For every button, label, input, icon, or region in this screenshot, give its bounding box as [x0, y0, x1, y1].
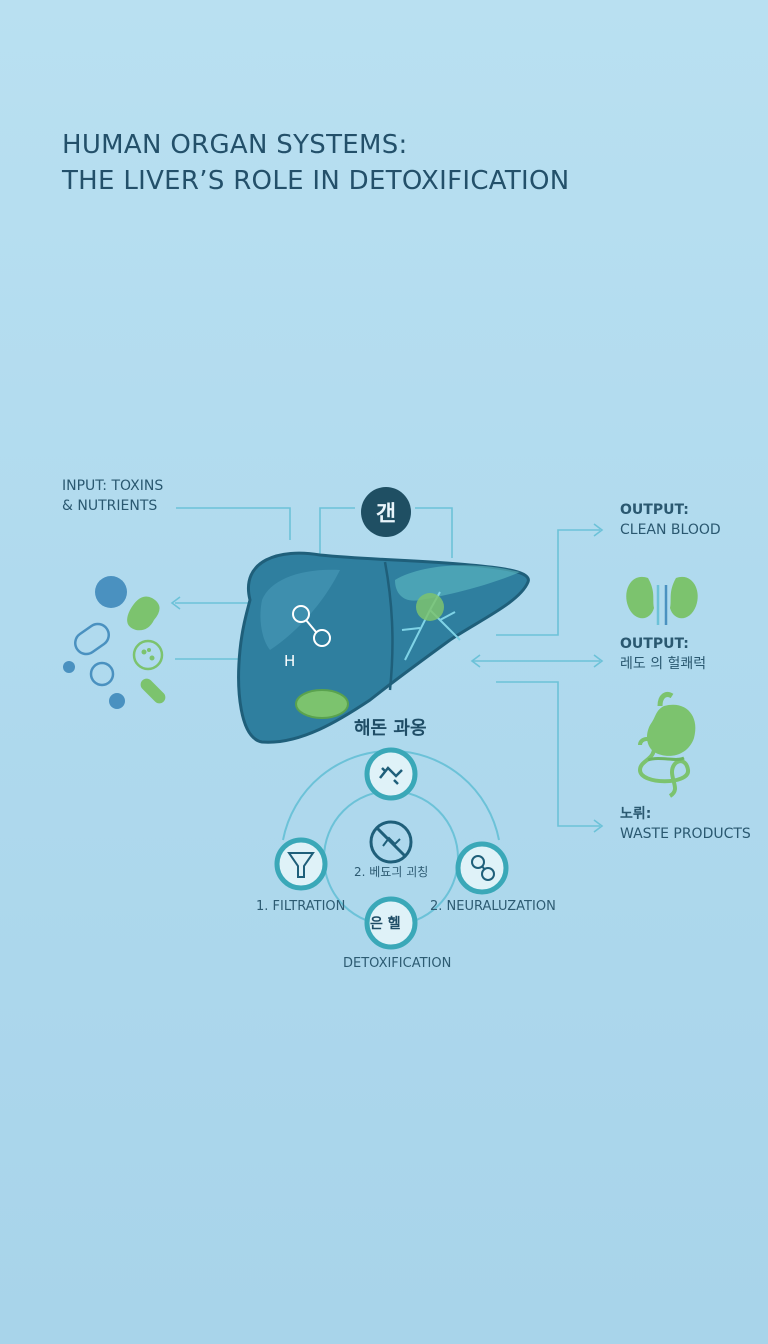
molecule-blue-large [95, 576, 127, 608]
input-molecules [63, 576, 166, 709]
step-icon-top [364, 747, 418, 801]
step-neutralization-label: 2. NEURALUZATION [430, 899, 556, 914]
molecule-green-blob [127, 596, 160, 631]
output-clean-head: OUTPUT: [620, 502, 689, 518]
liver-highlight [395, 565, 520, 601]
arrow-head-waste [593, 819, 604, 833]
process-mid-label: 2. 베됴긔 괴칭 [354, 865, 429, 879]
molecule-green-capsule [140, 678, 166, 704]
output-kidney-head: OUTPUT: [620, 636, 689, 652]
output-clean-text: CLEAN BLOOD [620, 522, 721, 538]
title-line-1: HUMAN ORGAN SYSTEMS: [62, 130, 408, 160]
title-line-2: THE LIVER’S ROLE IN DETOXIFICATION [62, 166, 570, 196]
waste-head: 노뤼: [620, 806, 652, 822]
digestive-icon [637, 691, 696, 798]
molecule-ring [89, 661, 115, 687]
output-clean-blood: OUTPUT: CLEAN BLOOD [620, 500, 721, 540]
hepatic-node [416, 593, 444, 621]
neutralize-molecule-icon [455, 841, 509, 895]
arrow-head-clean [593, 523, 604, 537]
liver-badge: 갠 [361, 487, 411, 537]
molecule-capsule [74, 622, 110, 656]
arrow-head-right-2 [593, 654, 604, 668]
cell-outline [132, 639, 164, 671]
output-kidney: OUTPUT: 레도 의 헐쾌럭 [620, 634, 706, 674]
input-connector-line [176, 507, 291, 540]
molecule-small-dot [63, 661, 75, 673]
blocked-icon [369, 820, 413, 864]
waste-connector [496, 681, 600, 827]
step-filtration-label: 1. FILTRATION [256, 899, 346, 914]
waste-output: 노뤼: WASTE PRODUCTS [620, 804, 751, 844]
waste-text: WASTE PRODUCTS [620, 826, 751, 842]
liver-lobe-divider [383, 561, 394, 691]
badge-connector-right [415, 507, 453, 558]
gallbladder [295, 689, 349, 719]
input-label-line-1: INPUT: TOXINS [62, 478, 164, 494]
molecule-dot [109, 693, 125, 709]
liver-organ: H [237, 551, 530, 744]
input-label: INPUT: TOXINS & NUTRIENTS [62, 476, 163, 516]
arrow-head-left-2 [470, 654, 481, 668]
process-title: 해돈 과옹 [354, 718, 427, 739]
filter-funnel-icon [274, 837, 328, 891]
kidney-icon [626, 576, 698, 625]
step-detoxification-label: DETOXIFICATION [343, 956, 452, 971]
step-icons [274, 747, 509, 950]
step-icon-bottom [364, 896, 418, 950]
liver-symbol-h: H [284, 652, 295, 670]
output-kidney-text: 레도 의 헐쾌럭 [620, 656, 707, 672]
arrow-head-left [170, 596, 181, 610]
molecule-symbol [292, 605, 331, 647]
clean-blood-connector [496, 529, 600, 636]
step-bottom-code: 은 헬 [370, 916, 401, 932]
liver-shine [260, 569, 340, 650]
input-label-line-2: & NUTRIENTS [62, 498, 158, 514]
